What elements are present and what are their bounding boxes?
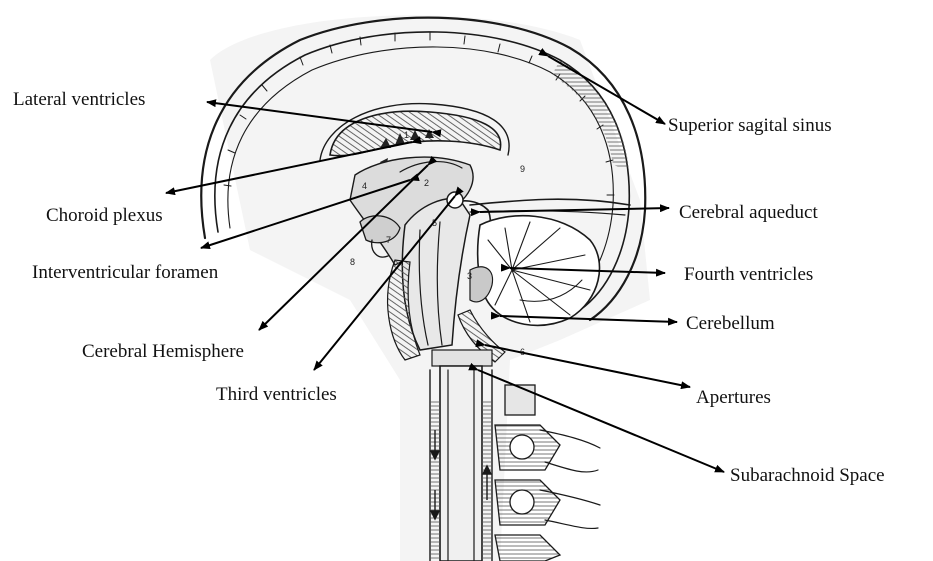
spinal-cord [440, 366, 482, 561]
label-cerebral-hemisphere: Cerebral Hemisphere [82, 341, 244, 362]
label-interventricular-foramen: Interventricular foramen [32, 262, 219, 283]
label-third-ventricles: Third ventricles [216, 384, 337, 405]
label-choroid-plexus: Choroid plexus [46, 205, 163, 226]
structure-number-2: 2 [424, 178, 429, 188]
structure-number-9: 9 [520, 164, 525, 174]
structure-number-1: 1 [404, 130, 409, 140]
label-lateral-ventricles: Lateral ventricles [13, 89, 145, 110]
structure-number-4: 4 [362, 181, 367, 191]
structure-number-7: 7 [386, 235, 391, 245]
vertebrae [495, 385, 560, 561]
structure-number-8: 8 [350, 257, 355, 267]
brain-illustration: 1 2 3 4 5 6 7 8 9 [201, 15, 650, 561]
label-cerebral-aqueduct: Cerebral aqueduct [679, 202, 818, 223]
structure-number-3: 3 [467, 271, 472, 281]
arrow-apertures [485, 345, 690, 387]
label-subarachnoid-space: Subarachnoid Space [730, 465, 885, 486]
label-superior-sagital-sinus: Superior sagital sinus [668, 115, 832, 136]
label-cerebellum: Cerebellum [686, 313, 775, 334]
label-fourth-ventricles: Fourth ventricles [684, 264, 813, 285]
label-apertures: Apertures [696, 387, 771, 408]
